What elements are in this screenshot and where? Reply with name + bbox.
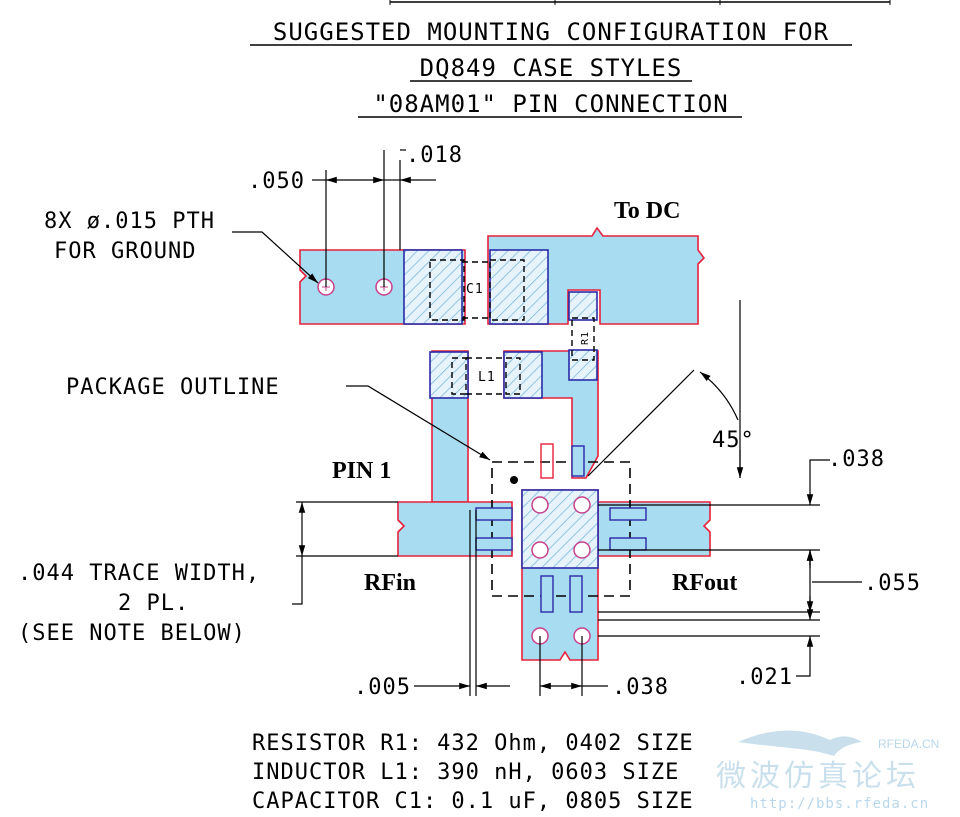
dim-055: .055 <box>864 571 921 596</box>
dim-bottom <box>414 510 608 696</box>
pth-label-2: FOR GROUND <box>54 239 196 264</box>
title-line-2: DQ849 CASE STYLES <box>420 54 683 82</box>
note-resistor: RESISTOR R1: 432 Ohm, 0402 SIZE <box>252 731 694 756</box>
dim-trace-width <box>292 501 398 605</box>
angle-45 <box>587 300 744 478</box>
note-inductor: INDUCTOR L1: 390 nH, 0603 SIZE <box>252 760 679 785</box>
title-line-3: "08AM01" PIN CONNECTION <box>373 90 728 118</box>
trace-label-3: (SEE NOTE BELOW) <box>18 621 246 646</box>
dim-005: .005 <box>354 675 411 700</box>
rfin-label: RFin <box>364 570 416 596</box>
title-block: SUGGESTED MOUNTING CONFIGURATION FOR DQ8… <box>250 18 852 118</box>
dim-050-018 <box>312 149 436 287</box>
pin1-label: PIN 1 <box>332 458 391 484</box>
watermark: RFEDA.CN 微波仿真论坛 http://bbs.rfeda.cn <box>716 730 939 812</box>
watermark-chinese: 微波仿真论坛 <box>716 760 920 793</box>
dim-021: .021 <box>736 665 793 690</box>
angle-label: 45° <box>712 428 755 453</box>
rfout-label: RFout <box>672 570 737 596</box>
package-leader <box>346 385 491 461</box>
pad-slots <box>475 445 647 613</box>
pin1-dot <box>510 476 518 484</box>
pth-label-1: 8X ø.015 PTH <box>44 209 215 234</box>
note-capacitor: CAPACITOR C1: 0.1 uF, 0805 SIZE <box>252 789 694 814</box>
c1-label: C1 <box>466 282 484 297</box>
component-outlines <box>429 259 595 395</box>
package-outline <box>491 461 631 597</box>
r1-label: R1 <box>580 331 591 345</box>
outline-slots <box>540 443 554 479</box>
dim-038-right: .038 <box>828 447 885 472</box>
dim-018: .018 <box>406 143 463 168</box>
trace-label-1: .044 TRACE WIDTH, <box>18 561 260 586</box>
watermark-brand: RFEDA.CN <box>878 737 939 751</box>
dim-050: .050 <box>248 169 305 194</box>
to-dc-label: To DC <box>614 198 680 224</box>
pth-leader <box>232 231 319 284</box>
l1-label: L1 <box>478 370 496 385</box>
frame-fragment <box>389 0 891 5</box>
watermark-url: http://bbs.rfeda.cn <box>750 796 929 812</box>
trace-label-2: 2 PL. <box>118 591 189 616</box>
dim-right <box>598 459 862 677</box>
component-notes: RESISTOR R1: 432 Ohm, 0402 SIZE INDUCTOR… <box>252 731 694 814</box>
dim-038-bottom: .038 <box>612 675 669 700</box>
watermark-bird-icon <box>738 730 862 756</box>
package-outline-label: PACKAGE OUTLINE <box>66 375 280 400</box>
title-line-1: SUGGESTED MOUNTING CONFIGURATION FOR <box>273 18 829 46</box>
